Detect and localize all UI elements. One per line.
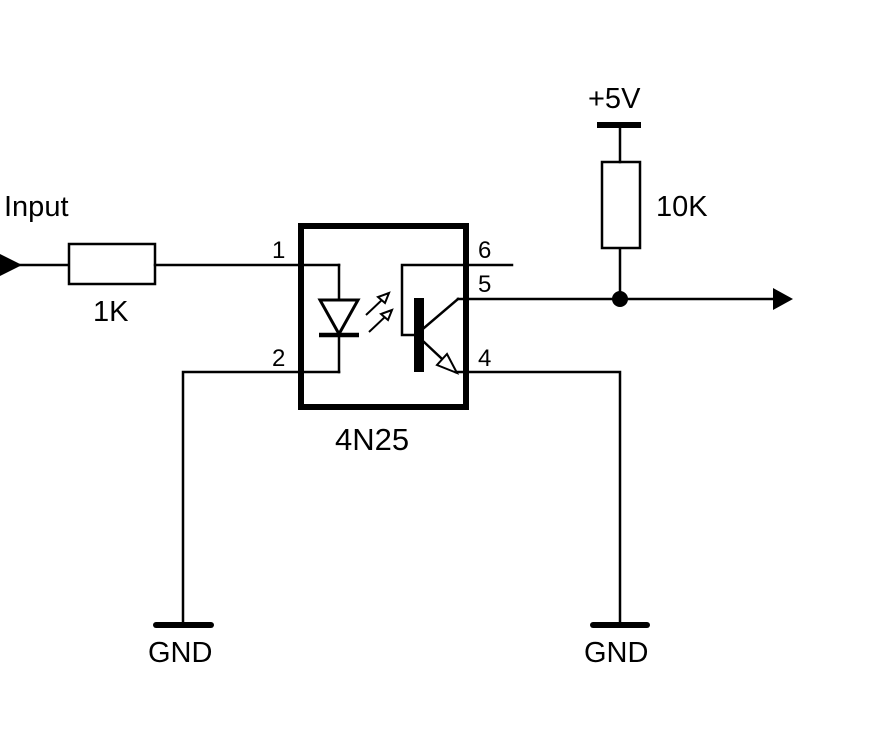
transistor-collector: [422, 297, 460, 330]
wire-pin4-gnd: [454, 370, 622, 627]
gnd-right-label: GND: [584, 637, 648, 669]
input-label: Input: [4, 191, 69, 223]
pin5-label: 5: [478, 271, 491, 298]
led-diode-icon: [317, 298, 361, 338]
vcc-label: +5V: [588, 83, 641, 115]
output-arrow: [773, 288, 793, 310]
pin2-label: 2: [272, 345, 285, 372]
ic-part-label: 4N25: [335, 422, 409, 457]
gnd-left-label: GND: [148, 637, 212, 669]
light-emission-arrows-icon: [365, 291, 394, 333]
resistor-r1: [67, 242, 157, 286]
r2-value-label: 10K: [656, 191, 708, 223]
pin6-label: 6: [478, 237, 491, 264]
wire-pin2-gnd: [181, 370, 341, 627]
r1-value-label: 1K: [93, 296, 129, 328]
resistor-r2: [600, 160, 642, 250]
ic-4n25-body: [298, 223, 469, 410]
emitter-arrow-icon: [435, 352, 460, 375]
transistor-base-bar: [414, 298, 424, 372]
pin4-label: 4: [478, 345, 491, 372]
pin1-label: 1: [272, 237, 285, 264]
wire-pin6-base: [400, 263, 514, 337]
